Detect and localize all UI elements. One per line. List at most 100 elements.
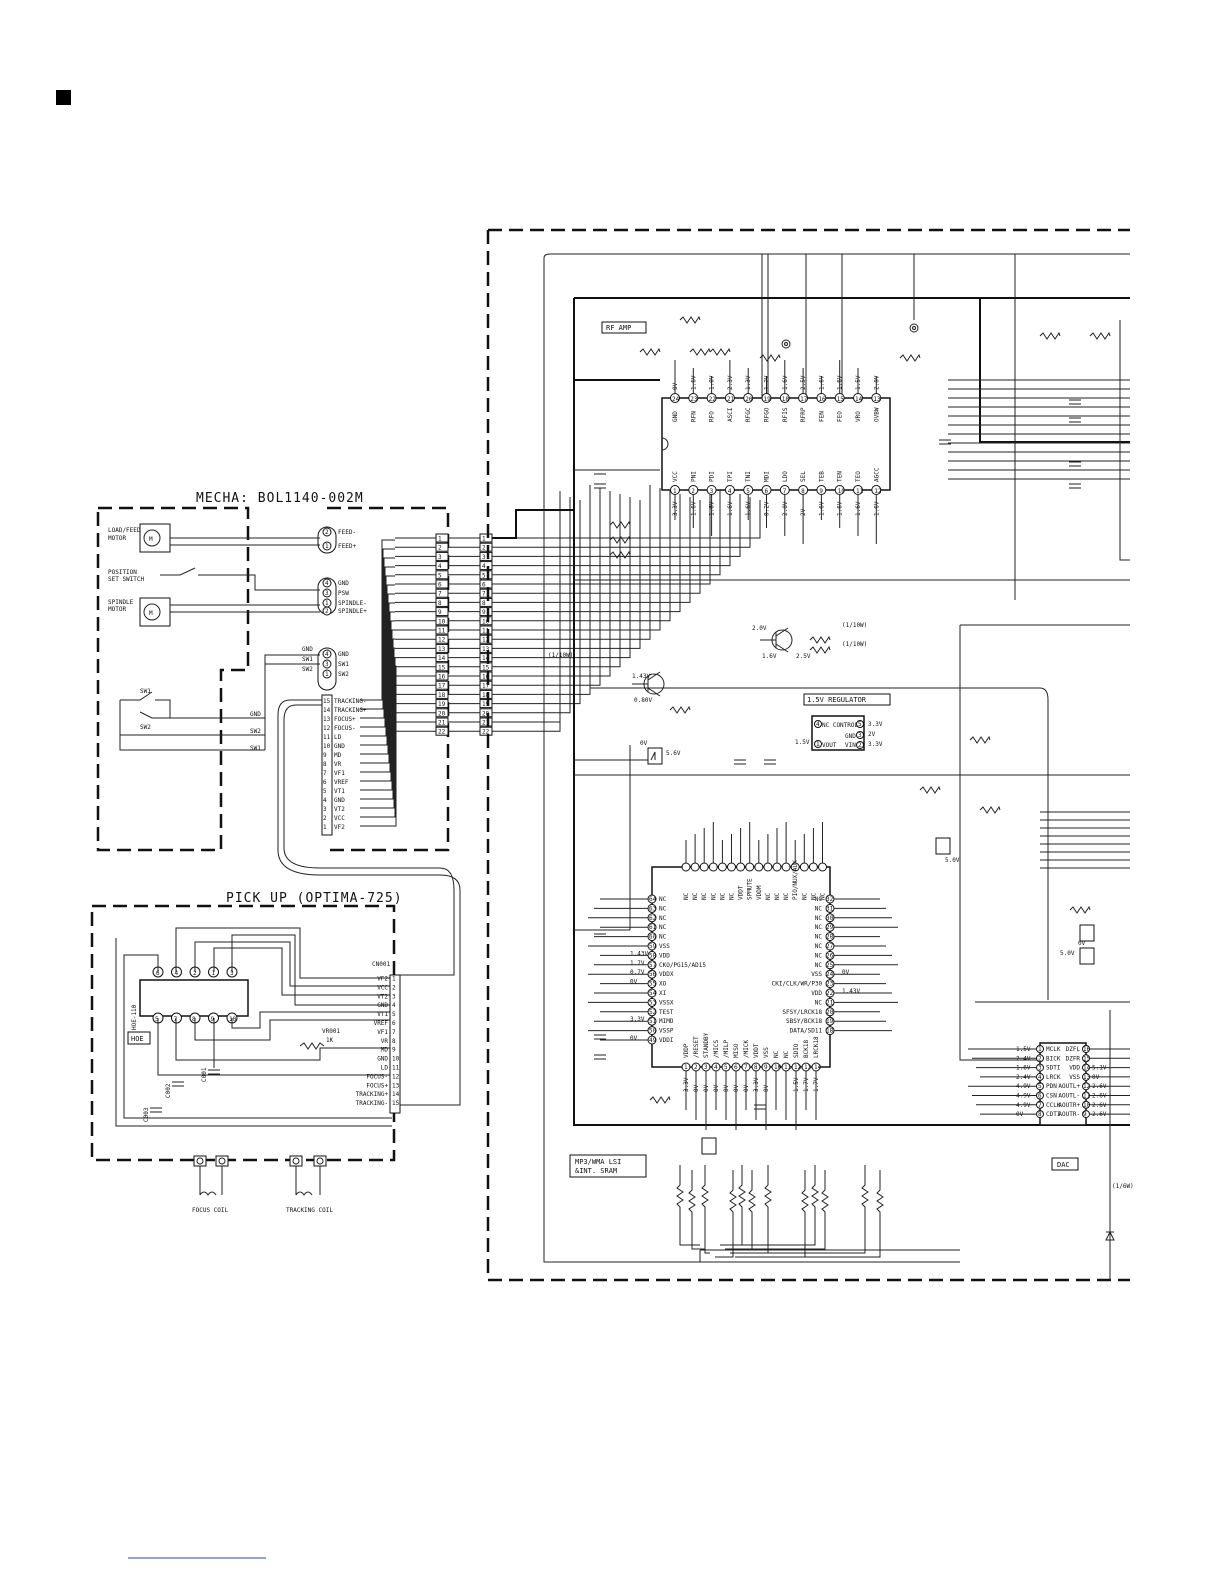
dac-pin-left-label: SDTI — [1046, 1065, 1061, 1072]
lsi-pin-right-label: NC — [815, 943, 823, 950]
lsi-pin-top-label: NC — [683, 892, 690, 900]
dac-pin-left-label: CDTI — [1046, 1111, 1061, 1118]
dac-pin-left-num: 6 — [1038, 1093, 1042, 1100]
flex-pin-num: 13 — [323, 716, 331, 723]
flex-wire — [360, 575, 395, 737]
flex-label: VT2 — [334, 806, 345, 813]
conn-b-pin-num: 1 — [482, 536, 486, 543]
rf-pin-bottom-num: 9 — [819, 488, 823, 495]
capacitor — [594, 483, 606, 489]
lsi-pin-left-num: 56 — [649, 971, 657, 978]
lsi-pin-bottom-num: 8 — [754, 1064, 758, 1071]
reg-volt: 3.3V — [868, 721, 883, 728]
dac-pin-right-num: 15 — [1083, 1055, 1091, 1062]
svg-text:(1/10W): (1/10W) — [548, 652, 573, 659]
conn-b-pin-num: 2 — [482, 545, 486, 552]
dac-pin-right-label: AOUTL- — [1058, 1093, 1080, 1100]
cn001-pin-num: 4 — [392, 1002, 396, 1009]
lsi-pin-bottom-num: 7 — [744, 1064, 748, 1071]
resistor — [609, 520, 631, 529]
lsi-pin-right-num: 28 — [826, 934, 834, 941]
dac-pin-left — [1036, 1054, 1044, 1063]
svg-text:(1/6W): (1/6W) — [1112, 1183, 1134, 1190]
lsi-pin-top — [799, 862, 809, 872]
dac-pin-right — [1082, 1082, 1090, 1091]
svg-text:SW2: SW2 — [302, 666, 313, 673]
dac-pin-right-num: 10 — [1083, 1102, 1091, 1109]
board-wire — [492, 485, 591, 695]
conn-b-pin-num: 11 — [482, 628, 490, 635]
board-wire — [492, 494, 681, 613]
lsi-pin-top — [681, 862, 691, 872]
ladder-resistor — [745, 1170, 829, 1250]
flex-pin-num: 9 — [323, 752, 327, 759]
lsi-pin-bottom-num: 9 — [764, 1064, 768, 1071]
rf-pin-bottom-num: 10 — [838, 488, 846, 495]
mecha-plug-pin-num: 4 — [325, 651, 329, 658]
conn-a-pin-num: 12 — [438, 637, 446, 644]
svg-text:(1/10W): (1/10W) — [842, 641, 867, 648]
flex-wire — [360, 593, 395, 755]
mecha-plug-pin — [322, 588, 332, 598]
lsi-pin-left-volt: 1.7V — [630, 960, 645, 967]
sw1-label: SW1 — [140, 688, 151, 695]
dac-pin-right — [1082, 1072, 1090, 1081]
board-wire — [492, 500, 701, 594]
lsi-pin-bottom-label: BCK18 — [803, 1040, 810, 1058]
board-wire — [492, 497, 691, 603]
conn-b-pin-num: 18 — [482, 692, 490, 699]
reg-pin-label: VOUT — [822, 742, 837, 749]
rf-pin-bottom — [834, 485, 845, 495]
flex-wire — [360, 665, 397, 827]
lsi-pin-top — [736, 862, 746, 872]
lsi-pin-left-num: 57 — [649, 962, 657, 969]
cn001-pin-num: 3 — [392, 993, 396, 1000]
lsi-pin-top-label: NC — [701, 892, 708, 900]
capacitor — [1069, 399, 1081, 405]
dac-label: DAC — [1057, 1161, 1070, 1169]
conn-a-pin-num: 5 — [438, 572, 442, 579]
lsi-pin-right-label: NC — [815, 924, 823, 931]
dac-pin-right — [1082, 1063, 1090, 1072]
lsi-pin-left-volt: 1.43V — [630, 950, 648, 957]
coil-pad-hole — [196, 1157, 204, 1165]
dac-pin-left — [1036, 1063, 1044, 1072]
conn-b-pin-num: 7 — [482, 591, 486, 598]
lsi-label-1: MP3/WMA LSI — [575, 1158, 621, 1166]
vr001-label: VR001 — [322, 1028, 340, 1035]
mecha-plug-label: FEED+ — [338, 543, 356, 550]
resistor — [679, 315, 701, 324]
cn001-pin-num: 12 — [392, 1073, 400, 1080]
rf-pin-top-label: RFGC — [745, 407, 752, 422]
lsi-pin-right-num: 22 — [826, 990, 834, 997]
mecha-block: MECHA: BOL1140-002M M LOAD/FEED MOTOR PO… — [96, 491, 461, 1106]
rf-pin-top — [816, 393, 827, 403]
dac-pin-left-label: CSN — [1046, 1093, 1057, 1100]
lsi-pin-top — [708, 862, 718, 872]
lsi-pin-left-volt: 0V — [630, 1035, 638, 1042]
lsi-pin-left-num: 53 — [649, 999, 657, 1006]
rf-pin-top-label: RFO — [709, 411, 716, 422]
lsi-pin-right-num: 26 — [826, 952, 834, 959]
conn-b-pin-num: 22 — [482, 729, 490, 736]
dac-pin-right-label: VSS — [1069, 1074, 1080, 1081]
resistor — [689, 347, 711, 356]
conn-b-pin-num: 14 — [482, 655, 490, 662]
rf-pin-bottom — [798, 485, 809, 495]
flex-pin-num: 7 — [323, 770, 327, 777]
test-point-center — [784, 342, 788, 346]
dac-pin-left-num: 5 — [1038, 1083, 1042, 1090]
rf-pin-bottom-num: 4 — [728, 488, 732, 495]
cn001-pin-num: 7 — [392, 1029, 396, 1036]
svg-text:C001: C001 — [201, 1067, 208, 1082]
dac-pin-right-label: VDD — [1069, 1065, 1080, 1072]
lsi-pin-left-num: 64 — [649, 896, 657, 903]
reg-pin — [814, 740, 822, 748]
cn001-pin-num: 13 — [392, 1082, 400, 1089]
lsi-pin-bottom-num: 3 — [704, 1064, 708, 1071]
pickup-title: PICK UP (OPTIMA-725) — [226, 891, 403, 906]
rf-pin-top — [761, 393, 772, 403]
capacitor — [734, 759, 746, 765]
load-feed-motor-label-1: LOAD/FEED — [108, 527, 141, 534]
